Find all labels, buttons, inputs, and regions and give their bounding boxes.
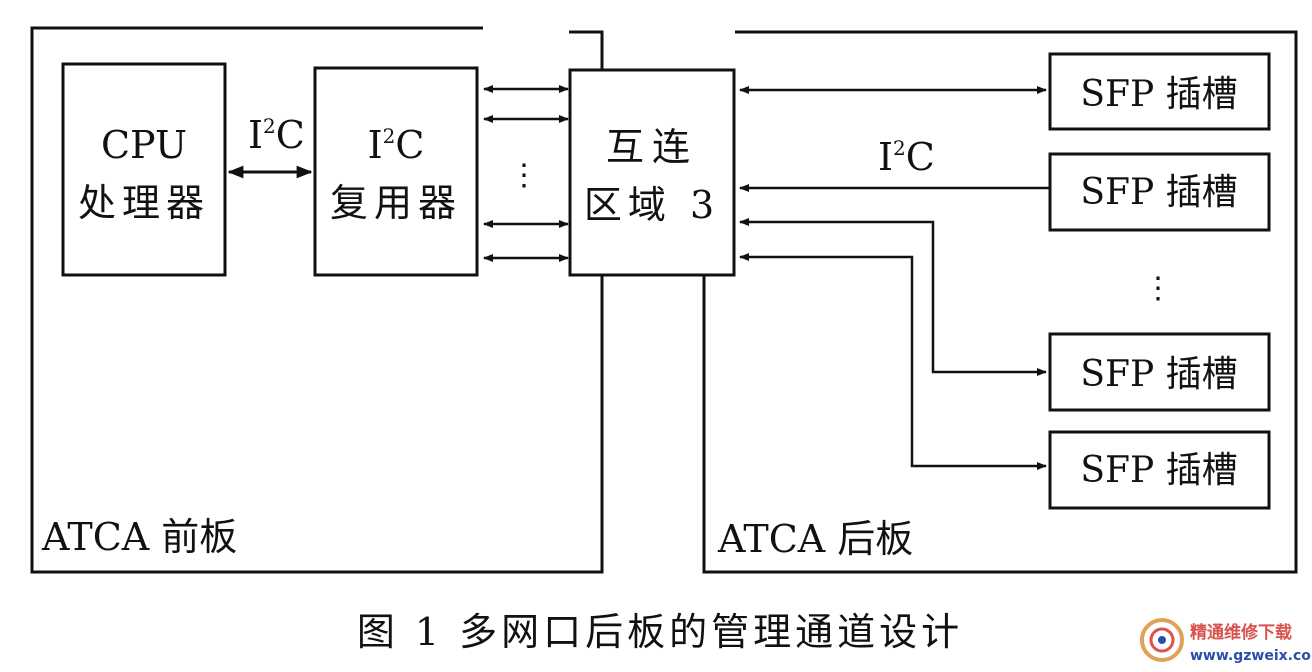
sfp-slot-box-3 [1048,332,1271,412]
interconnect-label-line2: 区域 3 [584,183,720,227]
cpu-box [61,62,227,277]
rear-panel: ATCA 后板 SFP 插槽 SFP 插槽 ⋮ SFP 插槽 SFP 插槽 I2… [702,30,1298,574]
figure-caption: 图 1 多网口后板的管理通道设计 [357,610,963,654]
front-panel-label: ATCA 前板 [41,515,237,559]
rear-panel-border [702,30,1298,574]
watermark-site-name: 精通维修下载 [1190,622,1292,643]
sfp-slot-label-3: SFP 插槽 [1080,354,1237,395]
sfp-slot-box-2 [1048,152,1271,232]
cpu-label-line1: CPU [101,123,187,167]
front-panel-border [30,26,604,574]
sfp-link-arrow-4 [739,253,1047,470]
watermark: 精通维修下载 www.gzweix.com [1140,618,1312,664]
cpu-label-line2: 处理器 [78,181,210,225]
sfp-slot-label-4: SFP 插槽 [1080,450,1237,491]
interconnect-box [568,68,736,277]
sfp-slot-label-1: SFP 插槽 [1080,74,1237,115]
mux-box [313,66,479,277]
front-panel: ATCA 前板 CPU 处理器 I2C I2C 复用器 ⋮ [30,26,604,574]
watermark-logo-icon [1140,618,1184,662]
mux-link-ellipsis: ⋮ [509,158,539,193]
sfp-slot-box-4 [1048,430,1271,510]
sfp-link-arrow-3 [739,218,1047,376]
rear-panel-label: ATCA 后板 [717,517,913,561]
mux-label-line2: 复用器 [330,181,462,225]
mux-label-line1: I2C [368,123,425,167]
watermark-url: www.gzweix.com [1190,648,1312,664]
sfp-slot-label-2: SFP 插槽 [1080,172,1237,213]
interconnect-label-line1: 互连 [606,125,698,169]
interconnect-zone: 互连 区域 3 [568,68,736,277]
sfp-slot-ellipsis: ⋮ [1143,271,1173,306]
sfp-slot-box-1 [1048,52,1271,131]
cpu-mux-bus-label: I2C [248,113,305,157]
rear-bus-label: I2C [878,135,935,179]
